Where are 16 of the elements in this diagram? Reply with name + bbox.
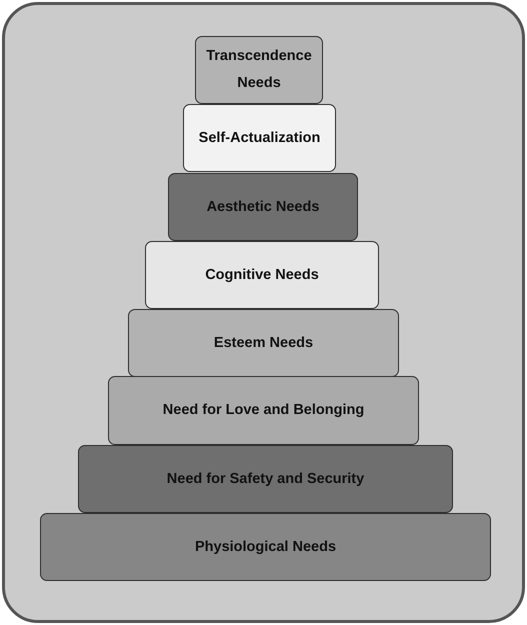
tier-box xyxy=(128,309,399,377)
tier-label: Physiological Needs xyxy=(194,538,336,556)
tier-label: Need for Safety and Security xyxy=(166,470,364,488)
tier-label: Esteem Needs xyxy=(214,334,314,352)
tier-label: Self-Actualization xyxy=(198,128,320,148)
tier-label: Transcendence Needs xyxy=(205,47,313,93)
tier-box xyxy=(40,513,491,581)
tier-box xyxy=(183,104,336,172)
tier-box xyxy=(145,241,379,309)
tier-label: Need for Love and Belonging xyxy=(162,401,364,420)
tier-box xyxy=(108,376,419,445)
tier-label: Cognitive Needs xyxy=(205,266,319,284)
tier-box xyxy=(195,36,323,104)
tier-label: Aesthetic Needs xyxy=(206,198,320,216)
tier-box xyxy=(78,445,453,513)
tier-box xyxy=(168,173,358,241)
